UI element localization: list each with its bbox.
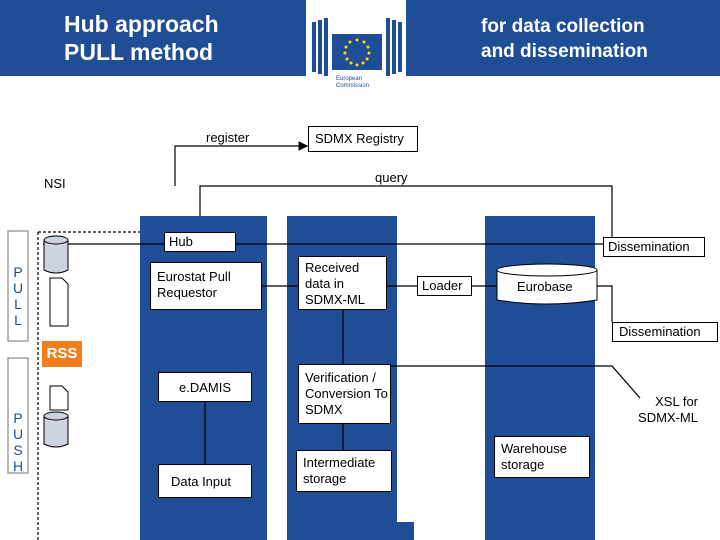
nsi-label: NSI: [44, 176, 66, 191]
intermediate-box: Intermediate storage: [296, 450, 392, 492]
register-label: register: [206, 130, 250, 145]
rss-label: RSS: [46, 345, 78, 362]
slide-subtitle: for data collection and dissemination: [481, 16, 648, 62]
loader-label: Loader: [422, 278, 463, 293]
data-input-box: Data Input: [158, 464, 252, 498]
edamis-label: e.DAMIS: [179, 380, 232, 395]
european-commission-logo: European Commission: [306, 0, 406, 100]
rss-icon: RSS: [42, 341, 82, 367]
received-box: Received data in SDMX-ML: [298, 256, 387, 310]
eurobase-label: Eurobase: [517, 279, 573, 294]
verification-box: Verification / Conversion To SDMX: [298, 364, 391, 424]
dissemination-mid-label: Dissemination: [619, 324, 701, 339]
pull-side-label: P U L L: [12, 264, 24, 328]
intermediate-label: Intermediate storage: [303, 455, 376, 486]
query-label: query: [375, 170, 408, 185]
edamis-box: e.DAMIS: [158, 372, 252, 402]
bottom-flag: [338, 522, 414, 540]
dissemination-top-label: Dissemination: [608, 239, 690, 254]
loader-box: Loader: [417, 276, 472, 296]
xsl-label: XSL for SDMX-ML: [638, 394, 698, 425]
hub-label: Hub: [169, 234, 193, 249]
data-input-label: Data Input: [171, 474, 231, 489]
hub-box: Hub: [164, 232, 236, 252]
warehouse-label: Warehouse storage: [501, 441, 567, 472]
received-label: Received data in SDMX-ML: [305, 260, 365, 307]
push-side-label: P U S H: [12, 410, 24, 474]
sdmx-registry-box: SDMX Registry: [308, 126, 418, 152]
dissemination-mid-box: Dissemination: [612, 322, 718, 342]
dissemination-top-box: Dissemination: [603, 237, 705, 257]
sdmx-registry-label: SDMX Registry: [315, 131, 404, 146]
eurostat-pull-label: Eurostat Pull Requestor: [157, 269, 231, 300]
slide-title: Hub approach PULL method: [64, 11, 219, 65]
verification-label: Verification / Conversion To SDMX: [305, 370, 388, 417]
eurostat-pull-box: Eurostat Pull Requestor: [150, 262, 262, 310]
warehouse-box: Warehouse storage: [494, 436, 590, 478]
logo-text: European Commission: [336, 76, 370, 89]
